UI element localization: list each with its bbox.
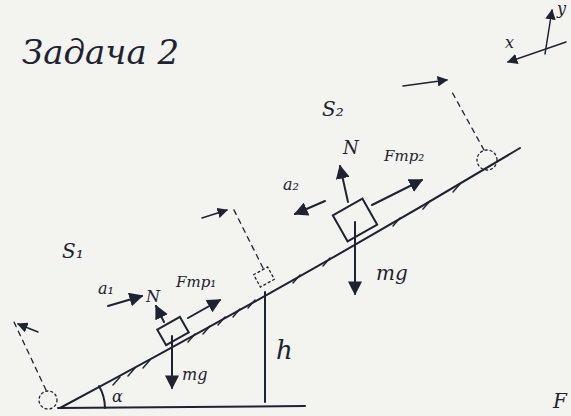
friction-arrow: [372, 180, 422, 205]
dimension-arrow: [403, 80, 447, 86]
dimension-lines: [14, 92, 484, 390]
normal-force-arrow: [156, 306, 164, 322]
force-label: Fтр₂: [384, 148, 424, 165]
ground-line: [58, 406, 305, 408]
distance-label: S₁: [62, 240, 84, 262]
axis-label: x: [505, 34, 514, 52]
distance-label: S₂: [322, 98, 344, 120]
dimension-arrow: [18, 324, 38, 332]
x-axis-arrow: [508, 42, 566, 62]
middle-position: [254, 267, 275, 287]
force-label: Fтр₁: [176, 274, 216, 291]
acceleration-arrow: [295, 201, 325, 214]
friction-arrow: [188, 300, 220, 318]
start-position: [39, 391, 57, 409]
normal-force-arrow: [340, 166, 348, 202]
height-label: h: [276, 336, 293, 365]
force-label: mg: [182, 366, 207, 384]
gravity-arrow: [171, 336, 173, 388]
acceleration-label: a₁: [98, 280, 114, 298]
force-label: N: [343, 138, 359, 158]
incline-line: [60, 148, 520, 408]
axis-label: y: [557, 0, 566, 18]
gravity-arrow: [354, 222, 356, 294]
surface-hatching: [113, 184, 460, 385]
problem-title: Задача 2: [22, 34, 179, 71]
acceleration-label: a₂: [283, 176, 299, 194]
angle-label: α: [112, 388, 123, 406]
force-label: N: [146, 288, 160, 306]
height-line: [264, 292, 266, 402]
dimension-arrow: [202, 210, 227, 218]
note-letter: F: [553, 390, 567, 412]
end-position: [477, 150, 497, 170]
angle-arc: [99, 386, 105, 408]
force-label: mg: [376, 262, 408, 284]
